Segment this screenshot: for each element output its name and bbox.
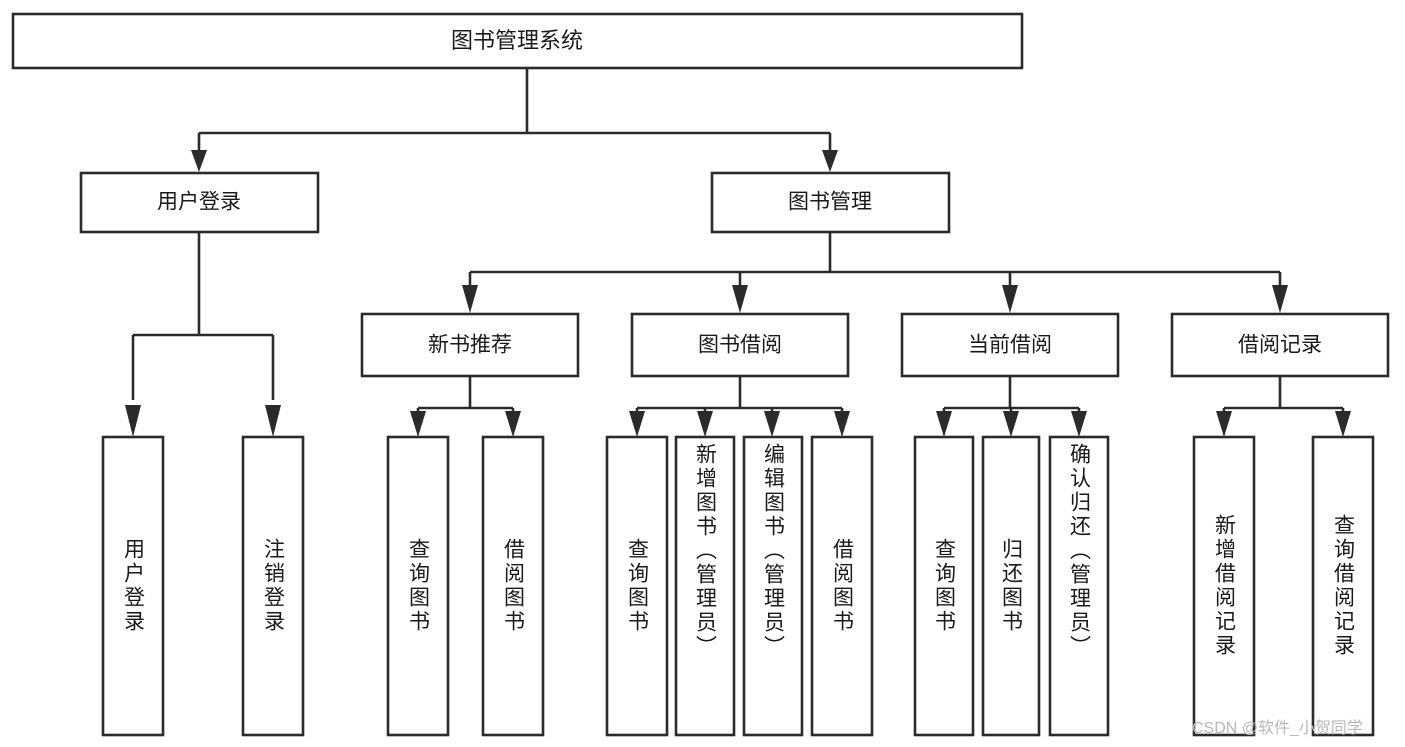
node-book-borrow-label: 图书借阅 <box>698 334 782 357</box>
arrow-userlogin-leaf-1 <box>125 405 141 437</box>
arrow-borrow-leaf-1 <box>629 411 645 437</box>
nodes-layer: 图书管理系统 用户登录 图书管理 新书推荐 图书借阅 当前 <box>11 12 1390 737</box>
arrow-current-leaf-1 <box>936 411 952 437</box>
node-borrow-record-label: 借阅记录 <box>1238 334 1322 357</box>
arrow-record-leaf-2 <box>1335 411 1351 437</box>
leaf-box-new-book-2[interactable] <box>481 435 545 737</box>
node-new-book-recommend-label: 新书推荐 <box>428 334 512 357</box>
arrow-to-borrow <box>732 285 748 313</box>
leaf-box-current-1[interactable] <box>913 435 975 737</box>
leaf-box-current-3[interactable] <box>1048 435 1110 737</box>
leaf-box-borrow-4[interactable] <box>810 435 874 737</box>
leaf-box-record-2[interactable] <box>1311 435 1375 737</box>
leaf-box-user-login-2[interactable] <box>241 435 305 737</box>
node-current-borrow-label: 当前借阅 <box>968 334 1052 357</box>
node-book-borrow[interactable]: 图书借阅 <box>630 312 850 378</box>
leaf-box-current-2[interactable] <box>981 435 1041 737</box>
leaf-box-borrow-3[interactable] <box>742 435 804 737</box>
node-borrow-record[interactable]: 借阅记录 <box>1170 312 1390 378</box>
node-new-book-recommend[interactable]: 新书推荐 <box>360 312 580 378</box>
leaf-box-user-login-1[interactable] <box>101 435 165 737</box>
node-book-management[interactable]: 图书管理 <box>710 171 951 234</box>
arrow-borrow-leaf-4 <box>834 411 850 437</box>
arrow-newbook-leaf-1 <box>410 411 426 437</box>
arrow-newbook-leaf-2 <box>505 411 521 437</box>
arrow-to-user-login <box>191 150 207 172</box>
arrow-to-current <box>1002 285 1018 313</box>
arrow-current-leaf-3 <box>1071 411 1087 437</box>
arrow-to-new-book <box>462 285 478 313</box>
node-user-login[interactable]: 用户登录 <box>79 171 320 234</box>
arrow-to-record <box>1272 285 1288 313</box>
watermark-text: CSDN @软件_小贺同学 <box>1192 720 1363 737</box>
arrow-userlogin-leaf-2 <box>265 405 281 437</box>
node-current-borrow[interactable]: 当前借阅 <box>900 312 1120 378</box>
leaf-box-borrow-2[interactable] <box>674 435 736 737</box>
arrow-record-leaf-1 <box>1216 411 1232 437</box>
leaf-box-new-book-1[interactable] <box>386 435 450 737</box>
leaf-box-borrow-1[interactable] <box>605 435 669 737</box>
edges-layer <box>125 68 1351 437</box>
leaf-box-record-1[interactable] <box>1192 435 1256 737</box>
arrow-to-book-mgmt <box>822 150 838 172</box>
arrow-borrow-leaf-3 <box>764 411 780 437</box>
node-book-management-label: 图书管理 <box>788 191 872 214</box>
arrow-current-leaf-2 <box>1003 411 1019 437</box>
node-root-label: 图书管理系统 <box>451 28 583 53</box>
node-user-login-label: 用户登录 <box>157 191 241 214</box>
arrow-borrow-leaf-2 <box>697 411 713 437</box>
node-root[interactable]: 图书管理系统 <box>11 12 1024 70</box>
